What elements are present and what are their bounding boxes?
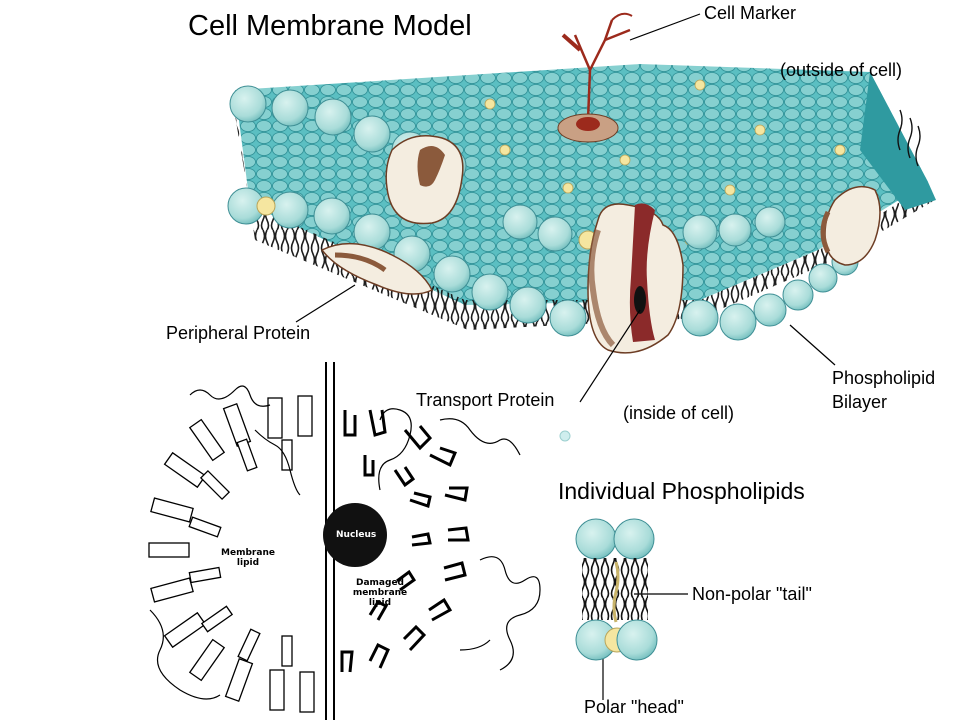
membrane-lipid-line-2: lipid: [236, 558, 260, 568]
inside-cell-label: (inside of cell): [623, 403, 735, 423]
outside-cell-label: (outside of cell): [780, 60, 903, 80]
chain-right-bottom: [459, 639, 491, 651]
peripheral-protein-label: Peripheral Protein: [166, 323, 311, 343]
transport-protein-label: Transport Protein: [416, 390, 555, 410]
helix-left: [254, 429, 301, 496]
diagram-title: Cell Membrane Model: [188, 10, 472, 42]
damaged-line-2: membrane: [352, 588, 408, 598]
surface-chain-left: [189, 385, 271, 407]
chain-right: [479, 556, 541, 671]
nucleus-circle: [323, 503, 387, 567]
bilayer-label: Bilayer: [832, 392, 888, 412]
cell-marker-glycoprotein: [557, 12, 633, 143]
lower-head-row: [227, 187, 859, 341]
surface-chain-right: [439, 418, 521, 456]
cholesterol-lower: [256, 196, 276, 216]
healthy-membrane-ring: [148, 395, 315, 713]
nucleus-label: Nucleus: [336, 530, 377, 540]
membrane-lipid-line-1: Membrane: [221, 548, 275, 558]
chain-left-bottom: [149, 609, 221, 700]
individual-phospholipid-figure: [575, 518, 658, 661]
nonpolar-tail-label: Non-polar "tail": [692, 584, 812, 604]
integral-protein-right: [820, 185, 881, 266]
stray-bubble: [559, 430, 571, 442]
damaged-line-1: Damaged: [356, 578, 404, 588]
integral-protein-left: [385, 135, 464, 225]
damaged-membrane-lipid-label: Damaged membrane lipid: [340, 578, 420, 608]
polar-head-label: Polar "head": [584, 697, 684, 717]
phospholipid-label: Phospholipid: [832, 368, 936, 388]
damaged-membrane-ring: [340, 409, 470, 673]
right-tail-band: [897, 109, 921, 167]
transport-protein-shape: [587, 203, 684, 354]
individual-phospholipids-title: Individual Phospholipids: [558, 478, 805, 504]
membrane-lipid-label: Membrane lipid: [218, 548, 278, 568]
peripheral-protein-shape: [320, 242, 434, 295]
damaged-line-3: lipid: [368, 598, 392, 608]
helix-right: [378, 408, 412, 491]
cell-marker-label: Cell Marker: [704, 3, 797, 23]
cholesterol-dots: [484, 79, 846, 246]
